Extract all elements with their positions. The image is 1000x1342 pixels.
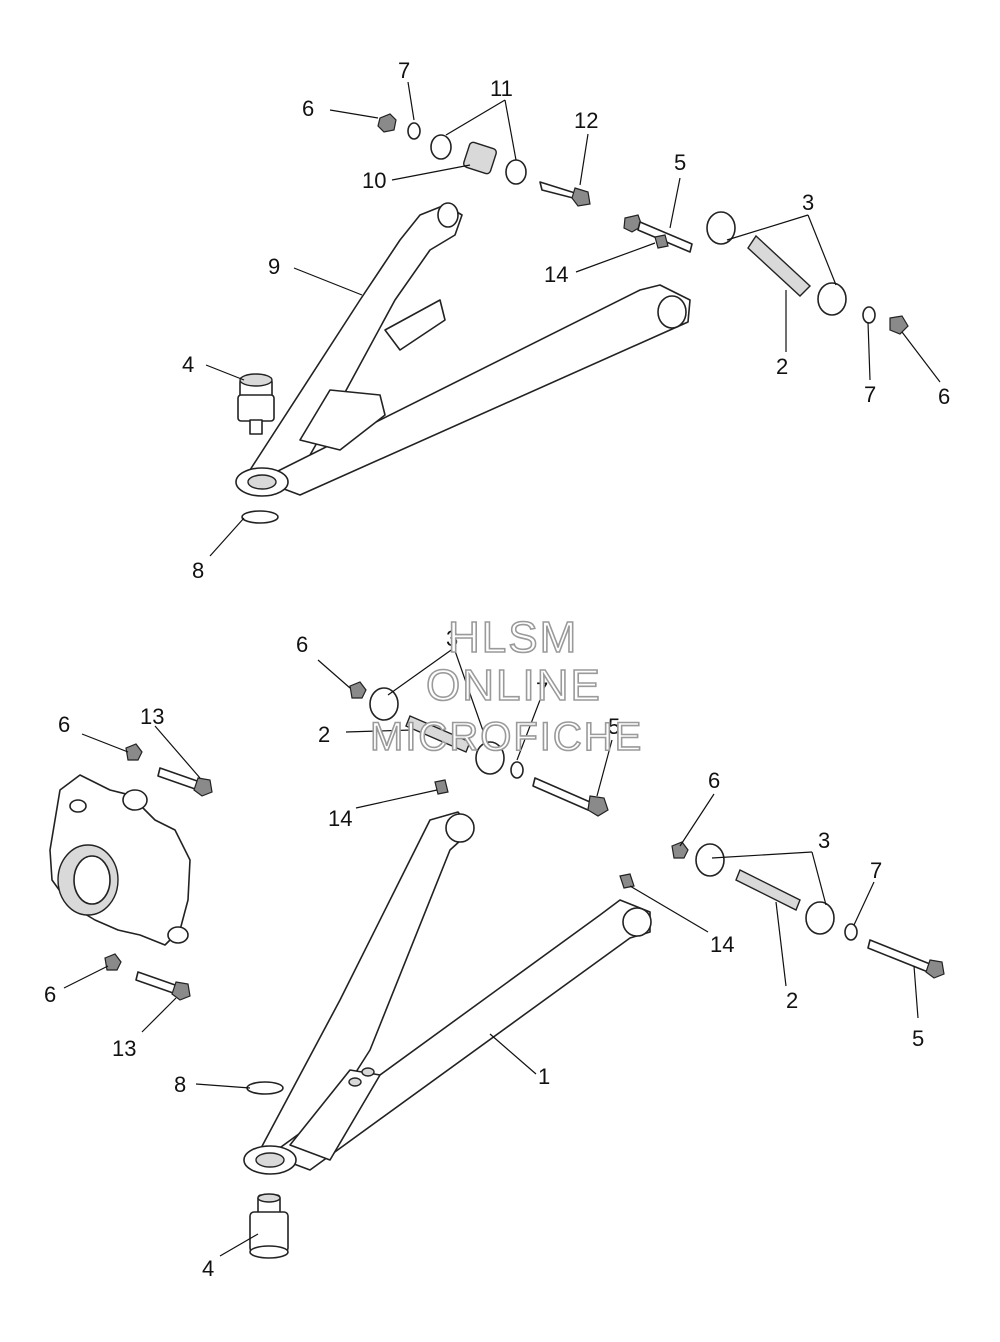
callout-7b: 7 [870, 858, 882, 883]
callout-2: 2 [318, 722, 330, 747]
lower-snap-ring [246, 1081, 284, 1095]
callout-2: 2 [776, 354, 788, 379]
callout-2b: 2 [786, 988, 798, 1013]
callout-3: 3 [802, 190, 814, 215]
callout-1: 1 [538, 1064, 550, 1089]
callout-7: 7 [398, 58, 410, 83]
lower-hardware [104, 681, 945, 1001]
steering-knuckle [49, 774, 191, 946]
callout-6d: 6 [44, 982, 56, 1007]
watermark-line-3: MICROFICHE [370, 715, 643, 759]
callout-4: 4 [202, 1256, 214, 1281]
callouts-upper: 7 6 11 10 12 5 9 3 14 4 2 7 6 8 [182, 58, 950, 583]
callout-9: 9 [268, 254, 280, 279]
callout-6c: 6 [708, 768, 720, 793]
callout-13: 13 [140, 704, 164, 729]
upper-ball-joint [237, 373, 275, 435]
upper-a-arm [235, 202, 691, 497]
callouts-lower: 3 6 7 2 5 6 13 14 6 3 7 14 6 13 2 5 1 8 … [44, 626, 924, 1281]
lower-a-arm [243, 811, 652, 1175]
callout-5: 5 [674, 150, 686, 175]
callout-3b: 3 [818, 828, 830, 853]
callout-8: 8 [174, 1072, 186, 1097]
watermark-line-1: HLSM [448, 613, 578, 662]
callout-10: 10 [362, 168, 386, 193]
callout-6: 6 [302, 96, 314, 121]
callout-7b: 7 [864, 382, 876, 407]
leader-lines [63, 81, 941, 1257]
callout-4: 4 [182, 352, 194, 377]
callout-3: 3 [446, 626, 458, 651]
callout-14: 14 [544, 262, 568, 287]
callout-14b: 14 [710, 932, 734, 957]
callout-13b: 13 [112, 1036, 136, 1061]
callout-6b: 6 [58, 712, 70, 737]
callout-6: 6 [296, 632, 308, 657]
callout-8: 8 [192, 558, 204, 583]
callout-11: 11 [490, 76, 513, 101]
callout-7: 7 [536, 678, 548, 703]
callout-12: 12 [574, 108, 598, 133]
callout-14: 14 [328, 806, 352, 831]
watermark: HLSM ONLINE MICROFICHE [369, 612, 643, 760]
lower-ball-joint [249, 1193, 289, 1259]
callout-5b: 5 [912, 1026, 924, 1051]
upper-snap-ring [241, 510, 279, 524]
callout-5: 5 [608, 714, 620, 739]
upper-hardware [377, 113, 909, 335]
watermark-line-2: ONLINE [426, 661, 602, 710]
callout-6b: 6 [938, 384, 950, 409]
